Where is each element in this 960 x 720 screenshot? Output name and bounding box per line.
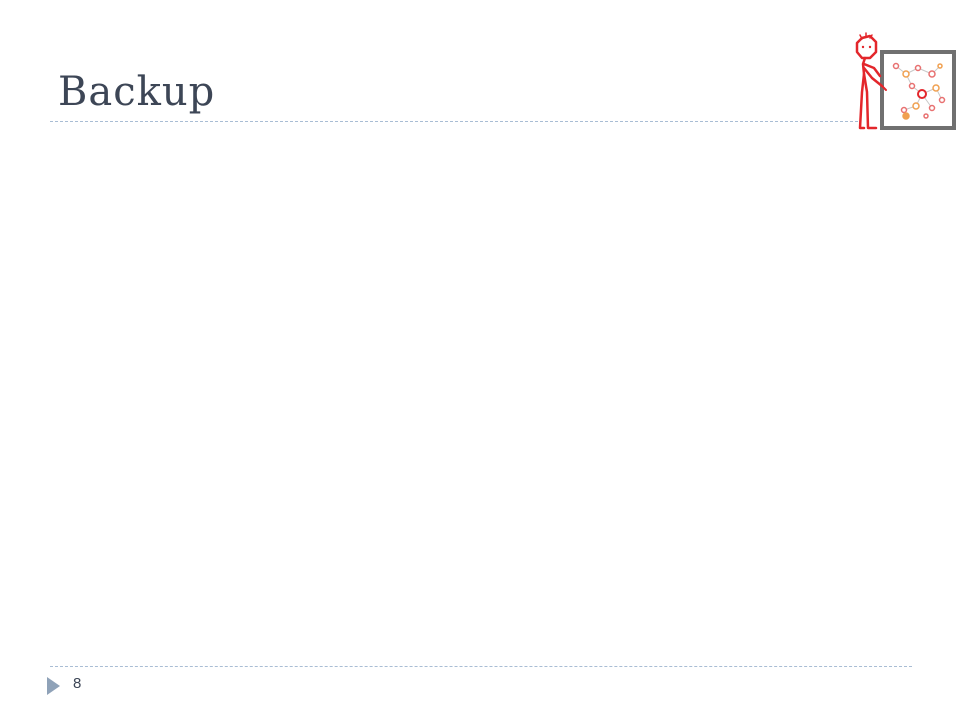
board-frame [880, 50, 956, 130]
title-divider [50, 121, 858, 122]
slide-title: Backup [58, 69, 216, 115]
page-number: 8 [73, 675, 82, 692]
network-nodes [892, 62, 946, 120]
presenter-logo-icon [855, 32, 956, 130]
figure-face [861, 45, 872, 49]
stick-figure [855, 32, 887, 130]
footer-divider [50, 666, 912, 667]
footer-arrow-icon [47, 677, 60, 695]
